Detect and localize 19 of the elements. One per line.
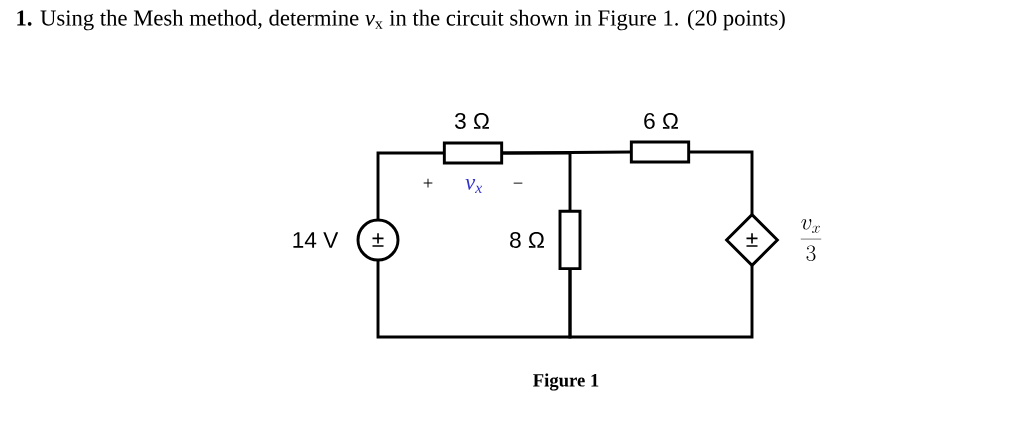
resistor — [629, 140, 691, 164]
wire — [376, 260, 572, 339]
wire — [688, 150, 754, 214]
resistance-label: 8 Ω — [510, 231, 544, 248]
title: 1. Using the Mesh method, determine v$_{x}$ in the circuit shown in Figure 1. (20 points) — [17, 9, 785, 31]
gain-label: $\frac{v_x}{3}$ — [800, 219, 822, 261]
polarity-sign: + — [423, 178, 433, 188]
figure-caption: Figure 1 — [533, 373, 599, 391]
wire — [501, 151, 572, 212]
wire — [376, 151, 445, 220]
wire — [568, 266, 754, 339]
voltage-label: 14 V — [293, 232, 339, 248]
resistor — [558, 209, 582, 271]
polarity-sign: − — [513, 182, 523, 184]
resistor — [442, 141, 504, 165]
voltage-source: ± — [356, 218, 400, 262]
voltage-label: v$_{x}$ — [465, 179, 483, 193]
resistance-label: 6 Ω — [644, 112, 678, 130]
resistance-label: 3 Ω — [454, 112, 489, 130]
